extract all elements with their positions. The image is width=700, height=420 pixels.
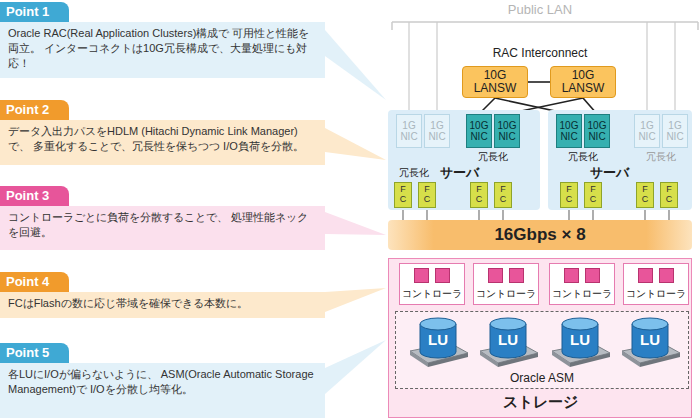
redundancy-note: 冗長化 xyxy=(549,150,617,164)
fc-port: FC xyxy=(494,182,512,208)
node-label: 10G NIC xyxy=(495,120,519,142)
nic-1g: 1G NIC xyxy=(662,114,688,148)
node-label: 10G LANSW xyxy=(557,69,609,95)
controller-chip xyxy=(659,268,674,283)
lan-switch: 10G LANSW xyxy=(462,66,528,98)
callout-number: Point 1 xyxy=(0,2,69,22)
fc-port: FC xyxy=(394,182,412,208)
controller-chip xyxy=(488,268,503,283)
callout-text: FCはFlashの数に応じ帯域を確保できる本数に。 xyxy=(0,292,325,318)
callout-box: Point 3コントローラごとに負荷を分散することで、 処理性能ネックを回避。 xyxy=(0,186,325,250)
lu-cylinder: LU xyxy=(476,315,540,369)
nic-10g: 10G NIC xyxy=(556,114,582,148)
node-label: FC xyxy=(423,185,432,205)
fc-port: FC xyxy=(584,182,602,208)
callout-number: Point 4 xyxy=(0,272,69,292)
controller-chip xyxy=(509,268,524,283)
callout-text: データ入出力パスをHDLM (Hitachi Dynamic Link Mana… xyxy=(0,120,325,165)
callout-number: Point 2 xyxy=(0,100,69,120)
node-label: 1G NIC xyxy=(663,120,687,142)
nic-1g: 1G NIC xyxy=(424,114,450,148)
bandwidth-band: 16Gbps × 8 xyxy=(388,220,692,250)
callout-box: Point 2データ入出力パスをHDLM (Hitachi Dynamic Li… xyxy=(0,100,325,165)
callout-number: Point 5 xyxy=(0,343,69,363)
node-label: FC xyxy=(499,185,508,205)
controller-chip xyxy=(585,268,600,283)
callout-tail xyxy=(325,340,386,394)
storage-panel: コントローラコントローラコントローラコントローラLULULULUOracle A… xyxy=(388,258,692,418)
lu-cylinder: LU xyxy=(618,315,682,369)
asm-group: LU LU LU LU Oracle ASM xyxy=(395,311,689,389)
fc-port: FC xyxy=(418,182,436,208)
nic-10g: 10G NIC xyxy=(584,114,610,148)
node-label: 10G LANSW xyxy=(469,69,521,95)
lan-switch: 10G LANSW xyxy=(550,66,616,98)
node-label: サーバ xyxy=(440,164,479,182)
node-label: Oracle ASM xyxy=(396,371,688,385)
node-label: FC xyxy=(475,185,484,205)
node-label: コントローラ xyxy=(400,287,464,301)
callout-tail xyxy=(325,212,386,235)
node-label: ストレージ xyxy=(389,393,691,412)
callout-box: Point 4FCはFlashの数に応じ帯域を確保できる本数に。 xyxy=(0,272,325,318)
callout-text: Oracle RAC(Real Application Clusters)構成で… xyxy=(0,22,325,78)
server-panel: 1G NIC1G NIC 10G NIC10G NIC FC FC FC FC サーバ xyxy=(388,110,540,210)
callout-box: Point 5各LUにI/Oが偏らないように、 ASM(Oracle Autom… xyxy=(0,343,325,418)
controller-chip xyxy=(638,268,653,283)
node-label: FC xyxy=(565,185,574,205)
node-label: 10G NIC xyxy=(557,120,581,142)
controller-box: コントローラ xyxy=(399,263,465,305)
nic-10g: 10G NIC xyxy=(494,114,520,148)
callout-tail xyxy=(325,128,386,160)
node-label: サーバ xyxy=(590,164,629,182)
node-label: 1G NIC xyxy=(397,120,421,142)
node-label: 1G NIC xyxy=(425,120,449,142)
group-label: RAC Interconnect xyxy=(470,46,610,60)
callout-box: Point 1Oracle RAC(Real Application Clust… xyxy=(0,2,325,78)
redundancy-note: 冗長化 xyxy=(627,150,695,164)
callout-number: Point 3 xyxy=(0,186,69,206)
redundancy-note: 冗長化 xyxy=(459,150,527,164)
node-label: 1G NIC xyxy=(635,120,659,142)
node-label: 10G NIC xyxy=(585,120,609,142)
callout-tail xyxy=(325,288,386,312)
node-label: コントローラ xyxy=(474,287,538,301)
controller-box: コントローラ xyxy=(549,263,615,305)
nic-10g: 10G NIC xyxy=(466,114,492,148)
controller-chip xyxy=(414,268,429,283)
controller-box: コントローラ xyxy=(473,263,539,305)
callout-text: コントローラごとに負荷を分散することで、 処理性能ネックを回避。 xyxy=(0,206,325,250)
callout-text: 各LUにI/Oが偏らないように、 ASM(Oracle Automatic St… xyxy=(0,363,325,418)
lu-cylinder: LU xyxy=(406,315,470,369)
public-lan-line xyxy=(392,22,698,30)
controller-chip xyxy=(564,268,579,283)
node-label: LU xyxy=(490,331,526,348)
node-label: LU xyxy=(632,331,668,348)
controller-chip xyxy=(435,268,450,283)
node-label: FC xyxy=(589,185,598,205)
network-label: Public LAN xyxy=(440,2,640,17)
fc-port: FC xyxy=(660,182,678,208)
node-label: 10G NIC xyxy=(467,120,491,142)
connector-line xyxy=(528,81,550,83)
node-label: FC xyxy=(641,185,650,205)
callout-tail xyxy=(325,30,386,100)
node-label: FC xyxy=(399,185,408,205)
node-label: コントローラ xyxy=(550,287,614,301)
fc-port: FC xyxy=(636,182,654,208)
lu-cylinder: LU xyxy=(548,315,612,369)
redundancy-note: 冗長化 xyxy=(390,166,438,180)
controller-box: コントローラ xyxy=(623,263,689,305)
fc-port: FC xyxy=(560,182,578,208)
nic-1g: 1G NIC xyxy=(396,114,422,148)
node-label: 16Gbps × 8 xyxy=(494,225,585,245)
node-label: LU xyxy=(420,331,456,348)
lan-drop-line xyxy=(409,22,675,114)
fc-port: FC xyxy=(470,182,488,208)
node-label: LU xyxy=(562,331,598,348)
node-label: FC xyxy=(665,185,674,205)
nic-1g: 1G NIC xyxy=(634,114,660,148)
node-label: コントローラ xyxy=(624,287,688,301)
